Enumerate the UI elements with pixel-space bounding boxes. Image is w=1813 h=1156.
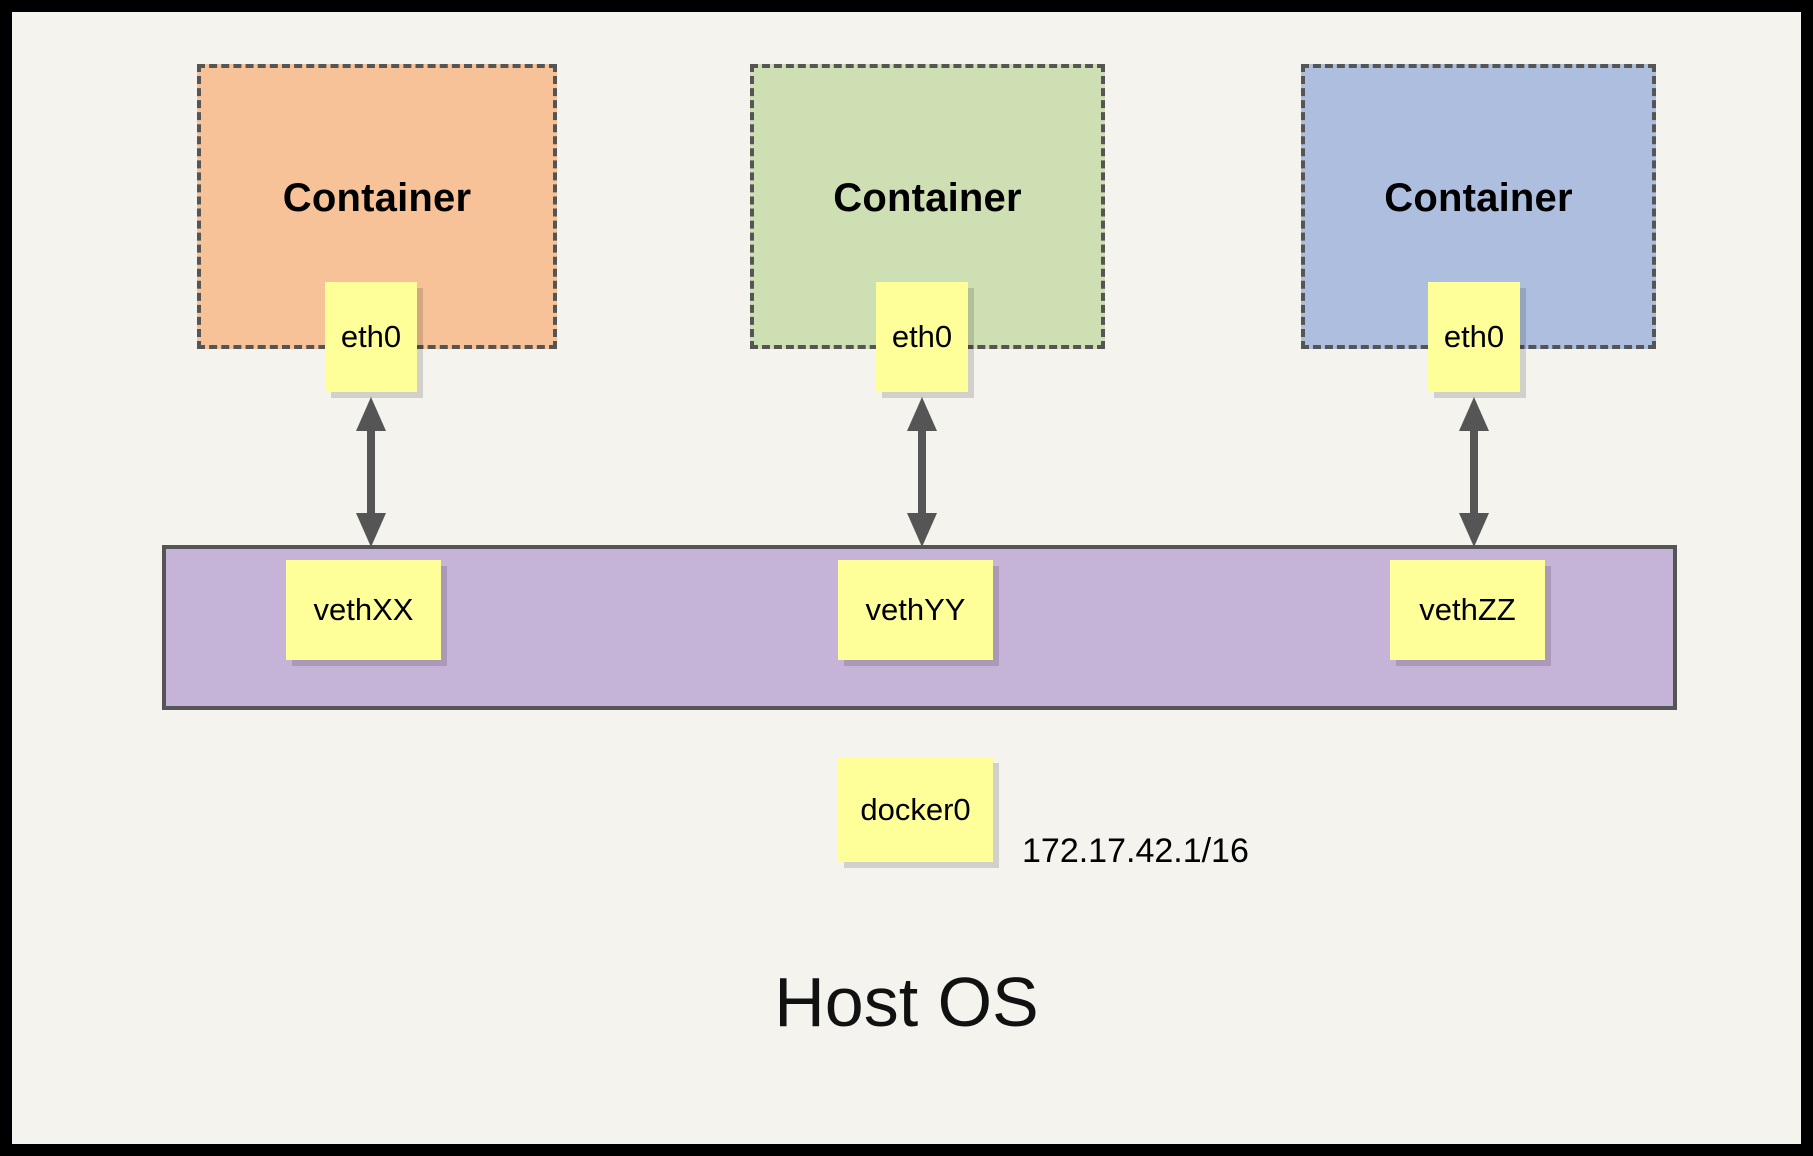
container-title-3: Container xyxy=(1384,176,1573,220)
host-os-label: Host OS xyxy=(774,963,1039,1041)
veth-box-2: vethYY xyxy=(838,560,993,660)
container-title-2: Container xyxy=(833,176,1022,220)
eth0-box-1: eth0 xyxy=(325,282,417,392)
link-arrow-1 xyxy=(356,397,386,547)
veth-box-1: vethXX xyxy=(286,560,441,660)
docker0-ip-address: 172.17.42.1/16 xyxy=(1022,832,1249,870)
docker0-interface-label: docker0 xyxy=(860,791,971,827)
veth-label-2: vethYY xyxy=(865,592,966,627)
veth-label-1: vethXX xyxy=(313,592,414,627)
eth0-box-2: eth0 xyxy=(876,282,968,392)
link-arrow-2 xyxy=(907,397,937,547)
eth0-label-2: eth0 xyxy=(891,319,953,354)
link-arrow-3 xyxy=(1459,397,1489,547)
veth-box-3: vethZZ xyxy=(1390,560,1545,660)
eth0-label-3: eth0 xyxy=(1443,319,1505,354)
veth-label-3: vethZZ xyxy=(1419,592,1516,627)
docker0-interface-box: docker0 xyxy=(838,757,993,862)
container-title-1: Container xyxy=(282,176,472,220)
eth0-label-1: eth0 xyxy=(340,319,402,354)
eth0-box-3: eth0 xyxy=(1428,282,1520,392)
